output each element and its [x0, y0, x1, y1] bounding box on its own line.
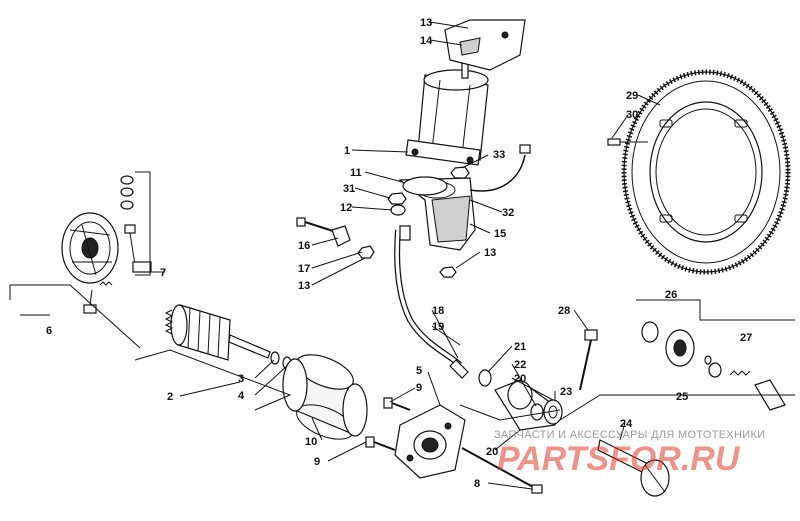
spring-27 — [704, 355, 786, 411]
callout-11: 11 — [350, 167, 362, 179]
bolt-16 — [296, 217, 337, 233]
callout-14: 14 — [420, 35, 433, 47]
mounting-bracket — [444, 19, 526, 71]
callout-16: 16 — [298, 240, 310, 252]
callout-13-left: 13 — [298, 280, 310, 292]
armature — [164, 304, 271, 361]
leader-lines — [254, 21, 661, 490]
end-cap — [394, 404, 466, 479]
nut-33 — [450, 166, 470, 179]
nut-13-lower — [439, 266, 457, 278]
callout-8: 8 — [474, 478, 480, 490]
callout-13-mid: 13 — [484, 247, 496, 259]
callout-15: 15 — [494, 228, 506, 240]
group-bracket-25 — [559, 299, 795, 421]
ring-gear-bolt — [607, 138, 648, 146]
callout-28: 28 — [558, 305, 570, 317]
callout-20-upper: 20 — [514, 373, 526, 385]
callout-9-lower: 9 — [314, 456, 320, 468]
callout-24: 24 — [620, 418, 633, 430]
callout-33: 33 — [493, 149, 505, 161]
battery-cable — [394, 225, 469, 379]
group-bracket-6 — [9, 284, 141, 349]
callout-5: 5 — [416, 365, 422, 377]
brush — [83, 289, 97, 314]
watermark-logo: PARTSFOR.RU — [497, 440, 741, 478]
callout-25: 25 — [676, 391, 688, 403]
callout-22: 22 — [514, 359, 526, 371]
group-bracket-2 — [134, 349, 292, 411]
pinion-gear-26 — [641, 321, 695, 367]
screw-9-lower — [365, 436, 396, 451]
callout-12: 12 — [340, 202, 352, 214]
callout-26: 26 — [665, 289, 677, 301]
callout-31: 31 — [343, 183, 355, 195]
callout-1: 1 — [344, 145, 350, 157]
callout-10: 10 — [305, 436, 317, 448]
callout-18: 18 — [432, 305, 444, 317]
brush-spring — [99, 281, 113, 286]
callout-17: 17 — [298, 263, 310, 275]
callout-13-top: 13 — [420, 17, 432, 29]
screw-9-upper — [383, 397, 411, 411]
watermark: ЗАПЧАСТИ И АКСЕССУАРЫ ДЛЯ МОТОТЕХНИКИ PA… — [494, 429, 765, 478]
brush-holder-bolt — [124, 224, 152, 273]
callout-27: 27 — [740, 332, 752, 344]
bolt-28 — [579, 329, 598, 391]
callout-21: 21 — [514, 341, 526, 353]
callout-6: 6 — [46, 325, 52, 337]
nuts-stack — [120, 175, 134, 210]
drive-shaft-24 — [597, 439, 670, 497]
callout-9-upper: 9 — [416, 382, 422, 394]
callout-labels: 13 14 1 11 31 12 33 32 15 13 16 17 13 18… — [46, 17, 752, 490]
o-ring-22 — [530, 403, 544, 421]
callout-7: 7 — [160, 267, 166, 279]
starter-motor — [405, 57, 489, 166]
callout-2: 2 — [167, 391, 173, 403]
callout-20: 20 — [486, 446, 498, 458]
callout-32: 32 — [502, 207, 514, 219]
watermark-tagline: ЗАПЧАСТИ И АКСЕССУАРЫ ДЛЯ МОТОТЕХНИКИ — [494, 429, 765, 441]
starter-housing — [398, 177, 476, 251]
nut-31 — [387, 192, 407, 205]
gasket — [402, 176, 448, 196]
brush-plate — [61, 212, 119, 284]
callout-4: 4 — [238, 390, 245, 402]
group-bracket-20 — [459, 404, 561, 421]
ground-cable — [469, 144, 531, 192]
o-ring-21 — [478, 369, 492, 387]
callout-19: 19 — [432, 321, 444, 333]
callout-30: 30 — [626, 109, 638, 121]
group-bracket-7 — [135, 171, 165, 276]
callout-3: 3 — [238, 373, 244, 385]
ring-gear — [621, 69, 791, 275]
callout-23: 23 — [560, 386, 572, 398]
callout-29: 29 — [626, 90, 638, 102]
clamp-16 — [331, 225, 351, 247]
washer-12 — [390, 204, 406, 216]
motor-yoke — [282, 354, 368, 440]
